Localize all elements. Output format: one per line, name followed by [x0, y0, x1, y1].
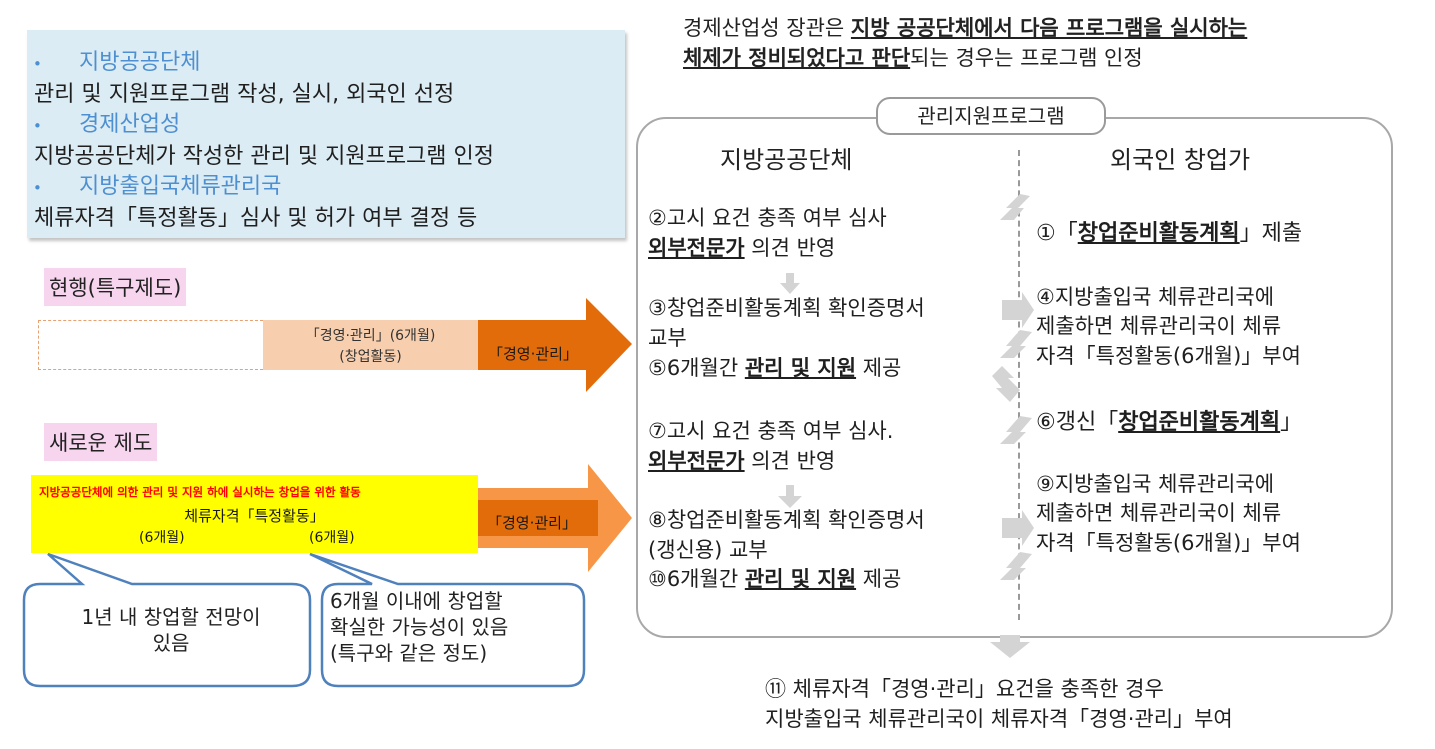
new-arrow-label: 「경영·관리」 — [487, 514, 577, 532]
roles-box: •지방공공단체 관리 및 지원프로그램 작성, 실시, 외국인 선정 •경제산업… — [27, 30, 625, 238]
new-arrow — [468, 464, 632, 572]
new-bar-red-text: 지방공공단체에 의한 관리 및 지원 하에 실시하는 창업을 위한 활동 — [39, 485, 361, 499]
new-bar-period2: (6개월) — [309, 530, 355, 546]
step-7: ⑦고시 요건 충족 여부 심사. 외부전문가 의견 반영 — [648, 419, 894, 474]
new-bar-period1: (6개월) — [139, 530, 185, 546]
role-heading-local-gov: •지방공공단체 — [33, 50, 201, 75]
top-statement-line1: 경제산업성 장관은 지방 공공단체에서 다음 프로그램을 실시하는 — [683, 16, 1248, 40]
step-6: ⑥갱신「창업준비활동계획」 — [1036, 410, 1303, 435]
role-heading-meti: •경제산업성 — [33, 112, 181, 137]
callout-shapes — [22, 552, 586, 688]
flow-arrows — [778, 194, 1034, 658]
step-10: ⑩6개월간 관리 및 지원 제공 — [648, 567, 902, 591]
current-bar-blank — [38, 320, 263, 370]
current-bar-startup: 「경영·관리」(6개월) (창업활동) — [263, 320, 478, 370]
top-statement-line2: 체제가 정비되었다고 판단되는 경우는 프로그램 인정 — [683, 46, 1143, 70]
step-4: ④지방출입국 체류관리국에 제출하면 체류관리국이 체류 자격「특정활동(6개월… — [1036, 285, 1301, 368]
final-line1: ⑪ 체류자격「경영·관리」요건을 충족한 경우 — [765, 677, 1164, 701]
column-divider — [1018, 150, 1020, 620]
role-desc-meti: 지방공공단체가 작성한 관리 및 지원프로그램 인정 — [34, 144, 495, 169]
step-5: ⑤6개월간 관리 및 지원 제공 — [648, 356, 902, 380]
role-desc-local-gov: 관리 및 지원프로그램 작성, 실시, 외국인 선정 — [34, 82, 455, 107]
step-9: ⑨지방출입국 체류관리국에 제출하면 체류관리국이 체류 자격「특정활동(6개월… — [1036, 472, 1301, 555]
bullet-icon: • — [33, 55, 42, 73]
current-bar-line2: (창업활동) — [339, 349, 402, 365]
program-label: 관리지원프로그램 — [876, 97, 1106, 135]
new-bar-status: 체류자격「특정활동」 — [184, 507, 325, 525]
role-heading-immigration: •지방출입국체류관리국 — [33, 174, 282, 199]
column-head-local-gov: 지방공공단체 — [720, 146, 853, 174]
callout-six-months: 6개월 이내에 창업할 확실한 가능성이 있음 (특구와 같은 정도) — [330, 589, 509, 665]
current-bar-line1: 「경영·관리」(6개월) — [305, 328, 436, 344]
bullet-icon: • — [33, 117, 42, 135]
final-line2: 지방출입국 체류관리국이 체류자격「경영·관리」부여 — [765, 707, 1233, 731]
role-desc-immigration: 체류자격「특정활동」심사 및 허가 여부 결정 등 — [34, 206, 478, 231]
step-1: ①「창업준비활동계획」제출 — [1036, 221, 1303, 246]
bullet-icon: • — [33, 179, 42, 197]
callout-one-year: 1년 내 창업할 전망이 있음 — [81, 605, 261, 655]
new-bar-activity: 지방공공단체에 의한 관리 및 지원 하에 실시하는 창업을 위한 활동 체류자… — [31, 475, 478, 553]
current-arrow-label: 「경영·관리」 — [488, 345, 578, 363]
column-head-entrepreneur: 외국인 창업가 — [1110, 146, 1251, 174]
step-2: ②고시 요건 충족 여부 심사 외부전문가 의견 반영 — [648, 206, 887, 261]
step-8: ⑧창업준비활동계획 확인증명서 (갱신용) 교부 — [648, 508, 925, 563]
new-system-label: 새로운 제도 — [44, 423, 158, 461]
current-arrow — [478, 298, 632, 392]
step-3: ③창업준비활동계획 확인증명서 교부 — [648, 296, 925, 351]
current-system-label: 현행(특구제도) — [44, 268, 187, 306]
